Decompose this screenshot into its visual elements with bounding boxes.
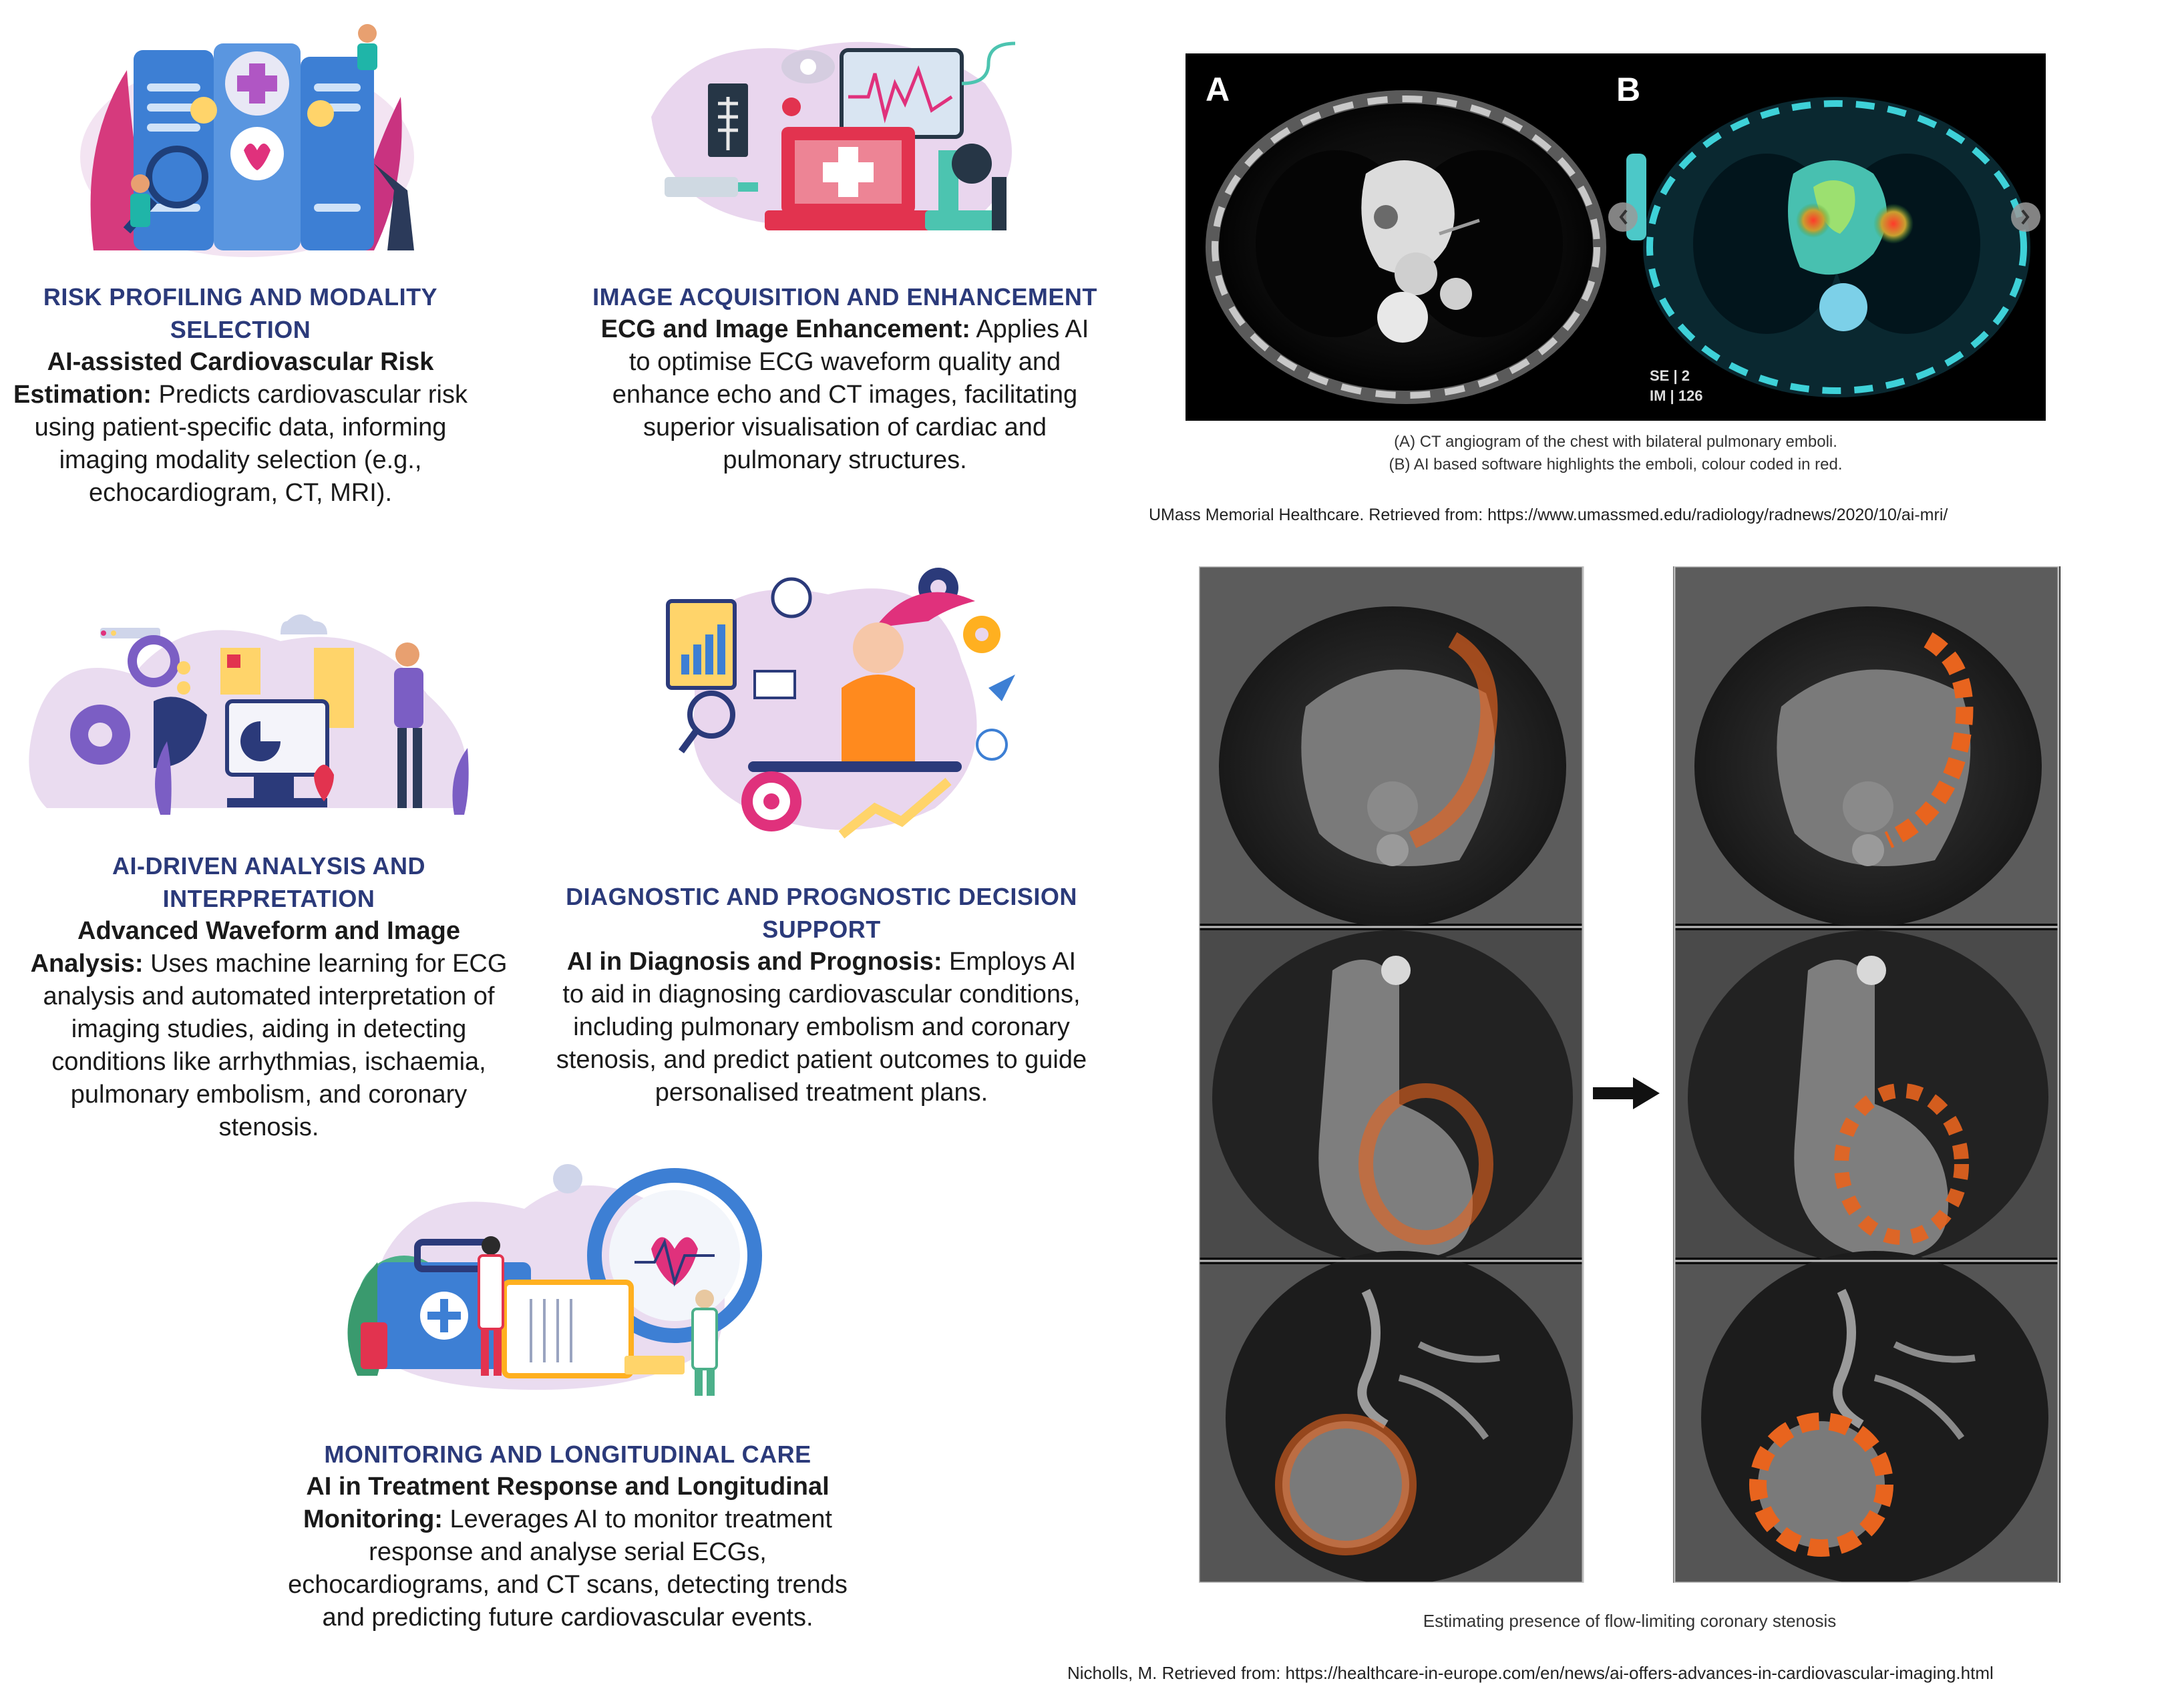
caption-line: (A) CT angiogram of the chest with bilat… bbox=[1394, 433, 1837, 451]
series-label: SE | 2 bbox=[1650, 367, 1690, 384]
section-lead: AI-assisted Cardiovascular Risk Estimati… bbox=[13, 348, 434, 409]
section-text: Uses machine learning for ECG analysis a… bbox=[43, 950, 508, 1141]
section-body: AI in Treatment Response and Longitudina… bbox=[281, 1471, 855, 1634]
section-heading: RISK PROFILING AND MODALITY SELECTION bbox=[43, 283, 438, 343]
risk-profiling-illustration bbox=[53, 10, 427, 264]
coronary-ct-grid bbox=[1199, 566, 2060, 1583]
monitoring-section: MONITORING AND LONGITUDINAL CARE AI in T… bbox=[281, 1438, 855, 1634]
panel-label-b: B bbox=[1616, 71, 1641, 108]
ct-angiogram-image bbox=[1206, 53, 2046, 421]
section-body: ECG and Image Enhancement: Applies AI to… bbox=[591, 313, 1099, 477]
ct-figure-caption: (A) CT angiogram of the chest with bilat… bbox=[1186, 431, 2046, 476]
arrow-icon bbox=[1593, 1077, 1660, 1109]
coronary-ct-images bbox=[1199, 566, 2060, 1583]
image-number-label: IM | 126 bbox=[1650, 387, 1703, 404]
section-body: AI in Diagnosis and Prognosis: Employs A… bbox=[554, 946, 1089, 1109]
panel-label-a: A bbox=[1206, 71, 1230, 108]
monitoring-illustration bbox=[304, 1155, 785, 1409]
section-heading: MONITORING AND LONGITUDINAL CARE bbox=[324, 1441, 811, 1468]
section-lead: Advanced Waveform and Image Analysis: bbox=[30, 917, 460, 978]
section-text: Applies AI to optimise ECG waveform qual… bbox=[612, 315, 1089, 474]
decision-support-illustration bbox=[655, 554, 1029, 848]
ai-analysis-section: AI-DRIVEN ANALYSIS AND INTERPRETATION Ad… bbox=[20, 849, 518, 1144]
image-acquisition-illustration bbox=[638, 10, 1052, 264]
caption-line: (B) AI based software highlights the emb… bbox=[1389, 455, 1843, 474]
section-text: Leverages AI to monitor treatment respon… bbox=[288, 1505, 848, 1632]
image-acquisition-section: IMAGE ACQUISITION AND ENHANCEMENT ECG an… bbox=[591, 280, 1099, 477]
section-heading: AI-DRIVEN ANALYSIS AND INTERPRETATION bbox=[112, 852, 426, 912]
risk-profiling-section: RISK PROFILING AND MODALITY SELECTION AI… bbox=[13, 280, 468, 510]
section-text: Employs AI to aid in diagnosing cardiova… bbox=[556, 948, 1087, 1107]
section-lead: AI in Diagnosis and Prognosis: bbox=[566, 948, 942, 976]
ai-analysis-illustration bbox=[27, 594, 494, 835]
section-body: Advanced Waveform and Image Analysis: Us… bbox=[20, 915, 518, 1144]
coronary-figure-source: Nicholls, M. Retrieved from: https://hea… bbox=[1067, 1663, 1994, 1683]
section-lead: AI in Treatment Response and Longitudina… bbox=[303, 1473, 830, 1533]
section-heading: DIAGNOSTIC AND PROGNOSTIC DECISION SUPPO… bbox=[566, 883, 1077, 943]
section-lead: ECG and Image Enhancement: bbox=[600, 315, 970, 343]
coronary-figure-caption: Estimating presence of flow-limiting cor… bbox=[1423, 1611, 1837, 1631]
ct-angiogram-figure: A B SE | 2 IM | 126 bbox=[1186, 53, 2046, 421]
section-heading: IMAGE ACQUISITION AND ENHANCEMENT bbox=[592, 283, 1097, 311]
decision-support-section: DIAGNOSTIC AND PROGNOSTIC DECISION SUPPO… bbox=[554, 880, 1089, 1109]
ct-figure-source: UMass Memorial Healthcare. Retrieved fro… bbox=[1149, 506, 1948, 524]
section-body: AI-assisted Cardiovascular Risk Estimati… bbox=[13, 346, 468, 510]
section-text: Predicts cardiovascular risk using patie… bbox=[34, 381, 468, 507]
